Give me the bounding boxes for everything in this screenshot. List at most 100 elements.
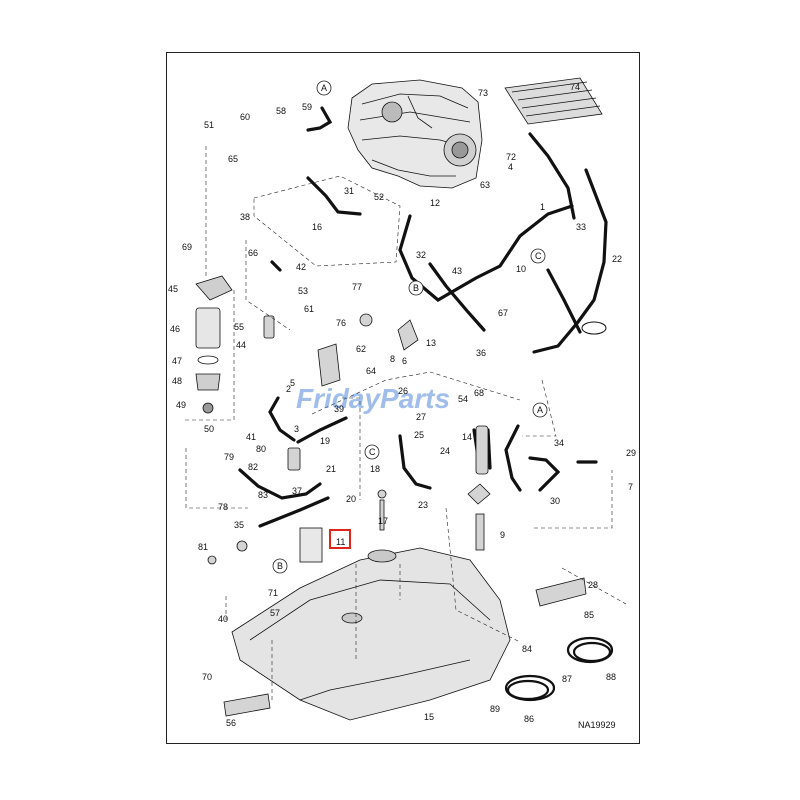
callout-34: 34	[554, 438, 564, 448]
callout-22: 22	[612, 254, 622, 264]
callout-13: 13	[426, 338, 436, 348]
callout-57: 57	[270, 608, 280, 618]
callout-47: 47	[172, 356, 182, 366]
circle-ref-label-c: C	[535, 251, 542, 261]
engine-illustration	[347, 79, 483, 189]
fuel-cooler	[504, 77, 603, 125]
circle-ref-c-2	[530, 248, 546, 264]
circle-ref-a-2	[532, 402, 548, 418]
callout-17: 17	[378, 516, 388, 526]
diagram-frame	[166, 52, 640, 744]
circle-ref-b-2	[272, 558, 288, 574]
callout-35: 35	[234, 520, 244, 530]
callout-82: 82	[248, 462, 258, 472]
callout-14: 14	[462, 432, 472, 442]
callout-85: 85	[584, 610, 594, 620]
callout-numbers: 1234567891011121314151617181920212223242…	[168, 82, 636, 728]
callout-9: 9	[500, 530, 505, 540]
callout-46: 46	[170, 324, 180, 334]
callout-72: 72	[506, 152, 516, 162]
callout-60: 60	[240, 112, 250, 122]
callout-69: 69	[182, 242, 192, 252]
callout-83: 83	[258, 490, 268, 500]
callout-66: 66	[248, 248, 258, 258]
callout-23: 23	[418, 500, 428, 510]
callout-61: 61	[304, 304, 314, 314]
callout-19: 19	[320, 436, 330, 446]
fuel-filter	[195, 275, 233, 414]
hose-coils	[504, 321, 614, 702]
callout-4: 4	[508, 162, 513, 172]
callout-64: 64	[366, 366, 376, 376]
callout-43: 43	[452, 266, 462, 276]
diagram-reference-code: NA19929	[578, 720, 616, 730]
callout-37: 37	[292, 486, 302, 496]
misc-fittings	[207, 313, 587, 717]
callout-39: 39	[334, 404, 344, 414]
callout-74: 74	[570, 82, 580, 92]
callout-31: 31	[344, 186, 354, 196]
callout-26: 26	[398, 386, 408, 396]
callout-63: 63	[480, 180, 490, 190]
callout-88: 88	[606, 672, 616, 682]
callout-28: 28	[588, 580, 598, 590]
callout-50: 50	[204, 424, 214, 434]
callout-38: 38	[240, 212, 250, 222]
callout-16: 16	[312, 222, 322, 232]
callout-76: 76	[336, 318, 346, 328]
circle-ref-label-a: A	[321, 83, 327, 93]
circle-ref-label-c: C	[369, 447, 376, 457]
callout-15: 15	[424, 712, 434, 722]
callout-25: 25	[414, 430, 424, 440]
callout-77: 77	[352, 282, 362, 292]
callout-36: 36	[476, 348, 486, 358]
callout-45: 45	[168, 284, 178, 294]
callout-49: 49	[176, 400, 186, 410]
callout-53: 53	[298, 286, 308, 296]
circle-ref-label-a: A	[537, 405, 543, 415]
callout-54: 54	[458, 394, 468, 404]
callout-79: 79	[224, 452, 234, 462]
callout-30: 30	[550, 496, 560, 506]
callout-70: 70	[202, 672, 212, 682]
callout-55: 55	[234, 322, 244, 332]
callout-42: 42	[296, 262, 306, 272]
callout-80: 80	[256, 444, 266, 454]
circle-ref-label-b: B	[277, 561, 283, 571]
circle-ref-c-1	[364, 444, 380, 460]
fuel-tank	[231, 547, 511, 721]
circle-ref-b-1	[408, 280, 424, 296]
callout-1: 1	[540, 202, 545, 212]
callout-40: 40	[218, 614, 228, 624]
callout-56: 56	[226, 718, 236, 728]
callout-18: 18	[370, 464, 380, 474]
circle-ref-a-1	[316, 80, 332, 96]
callout-11: 11	[336, 537, 345, 547]
dashed-leaders	[182, 146, 627, 700]
callout-73: 73	[478, 88, 488, 98]
callout-27: 27	[416, 412, 426, 422]
callout-44: 44	[236, 340, 246, 350]
callout-8: 8	[390, 354, 395, 364]
callout-78: 78	[218, 502, 228, 512]
highlighted-part-box	[329, 529, 351, 549]
callout-21: 21	[326, 464, 336, 474]
callout-84: 84	[522, 644, 532, 654]
callout-7: 7	[628, 482, 633, 492]
callout-2: 2	[286, 384, 291, 394]
callout-48: 48	[172, 376, 182, 386]
callout-41: 41	[246, 432, 256, 442]
callout-24: 24	[440, 446, 450, 456]
callout-51: 51	[204, 120, 214, 130]
callout-5: 5	[290, 378, 295, 388]
callout-89: 89	[490, 704, 500, 714]
watermark-text: FridayParts	[296, 383, 450, 414]
callout-67: 67	[498, 308, 508, 318]
callout-29: 29	[626, 448, 636, 458]
callout-12: 12	[430, 198, 440, 208]
callout-58: 58	[276, 106, 286, 116]
callout-87: 87	[562, 674, 572, 684]
callout-32: 32	[416, 250, 426, 260]
